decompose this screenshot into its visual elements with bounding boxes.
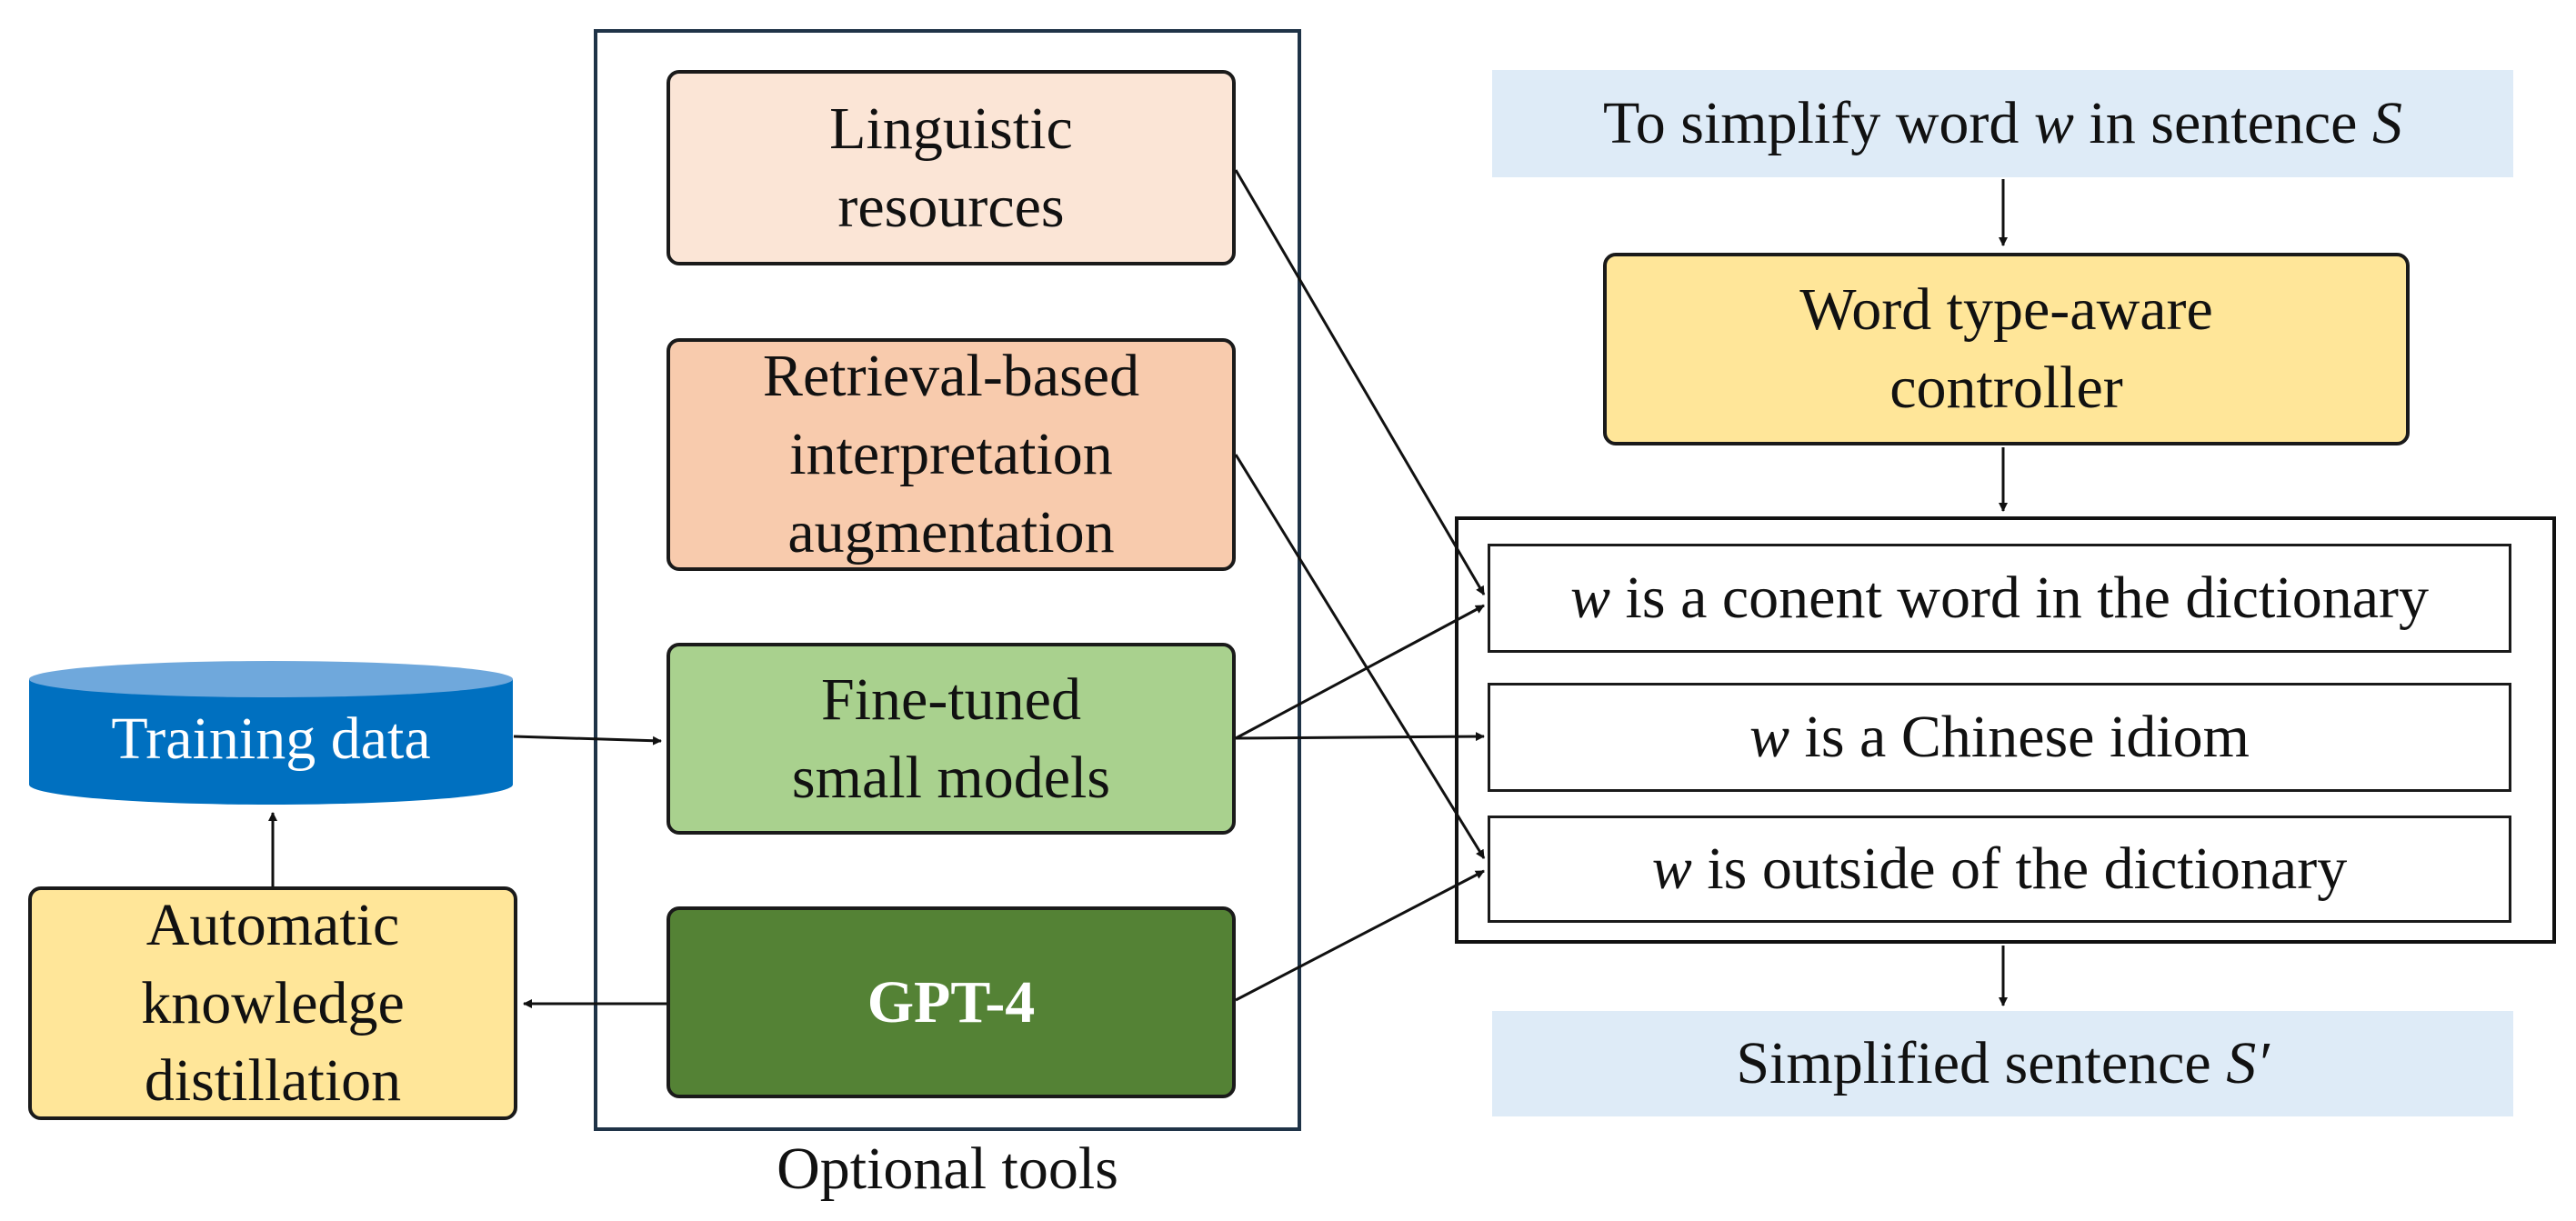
word-type-controller-box: Word type-aware controller (1603, 253, 2410, 445)
case-3-text: is outside of the dictionary (1691, 836, 2348, 903)
input-text-mid: in sentence (2073, 90, 2372, 157)
optional-tools-caption: Optional tools (777, 1136, 1118, 1202)
arrow-finetuned-to-case2 (1235, 732, 1485, 742)
case-chinese-idiom: w is a Chinese idiom (1488, 683, 2511, 792)
retrieval-line-1: Retrieval-based (762, 343, 1140, 410)
input-text-pre: To simplify word (1603, 90, 2034, 157)
distillation-line-1: Automatic (145, 891, 400, 958)
input-word-w: w (2033, 90, 2074, 157)
optional-tools-panel (594, 29, 1301, 1131)
controller-line-2: controller (1889, 355, 2123, 421)
case-2-w: w (1749, 704, 1790, 771)
output-sentence-s: S′ (2226, 1030, 2270, 1097)
output-band: Simplified sentence S′ (1492, 1011, 2513, 1116)
arrow-finetuned-to-case1 (1235, 604, 1485, 740)
word-type-cases-panel (1455, 516, 2556, 944)
linguistic-line-2: resources (837, 173, 1065, 240)
case-content-word: w is a conent word in the dictionary (1488, 544, 2511, 653)
finetuned-models-box: Fine-tuned small models (667, 643, 1236, 835)
gpt4-label: GPT-4 (867, 968, 1036, 1036)
retrieval-line-2: interpretation (789, 421, 1113, 488)
arrow-training-to-finetuned (513, 735, 662, 746)
arrow-linguistic-to-case1 (1234, 169, 1486, 595)
case-2-text: is a Chinese idiom (1789, 704, 2250, 771)
distillation-line-3: distillation (144, 1047, 402, 1115)
output-text-pre: Simplified sentence (1736, 1030, 2227, 1097)
finetuned-line-1: Fine-tuned (821, 666, 1081, 733)
arrow-gpt4-to-case3 (1235, 869, 1485, 1002)
case-3-w: w (1651, 836, 1692, 903)
distillation-line-2: knowledge (141, 969, 405, 1036)
case-1-text: is a conent word in the dictionary (1610, 565, 2429, 632)
input-band: To simplify word w in sentence S (1492, 70, 2513, 177)
retrieval-line-3: augmentation (787, 498, 1115, 565)
input-sentence-s: S (2371, 90, 2402, 157)
arrow-retrieval-to-case3 (1234, 454, 1486, 859)
linguistic-resources-box: Linguistic resources (667, 70, 1236, 265)
case-1-w: w (1570, 565, 1611, 632)
knowledge-distillation-box: Automatic knowledge distillation (28, 886, 517, 1120)
retrieval-augmentation-box: Retrieval-based interpretation augmentat… (667, 338, 1236, 571)
gpt4-box: GPT-4 (667, 906, 1236, 1098)
finetuned-line-2: small models (791, 744, 1111, 811)
case-outside-dictionary: w is outside of the dictionary (1488, 816, 2511, 923)
linguistic-line-1: Linguistic (829, 95, 1073, 162)
controller-line-1: Word type-aware (1799, 276, 2213, 344)
training-data-cylinder (29, 661, 513, 805)
training-data-label: Training data (111, 706, 431, 772)
